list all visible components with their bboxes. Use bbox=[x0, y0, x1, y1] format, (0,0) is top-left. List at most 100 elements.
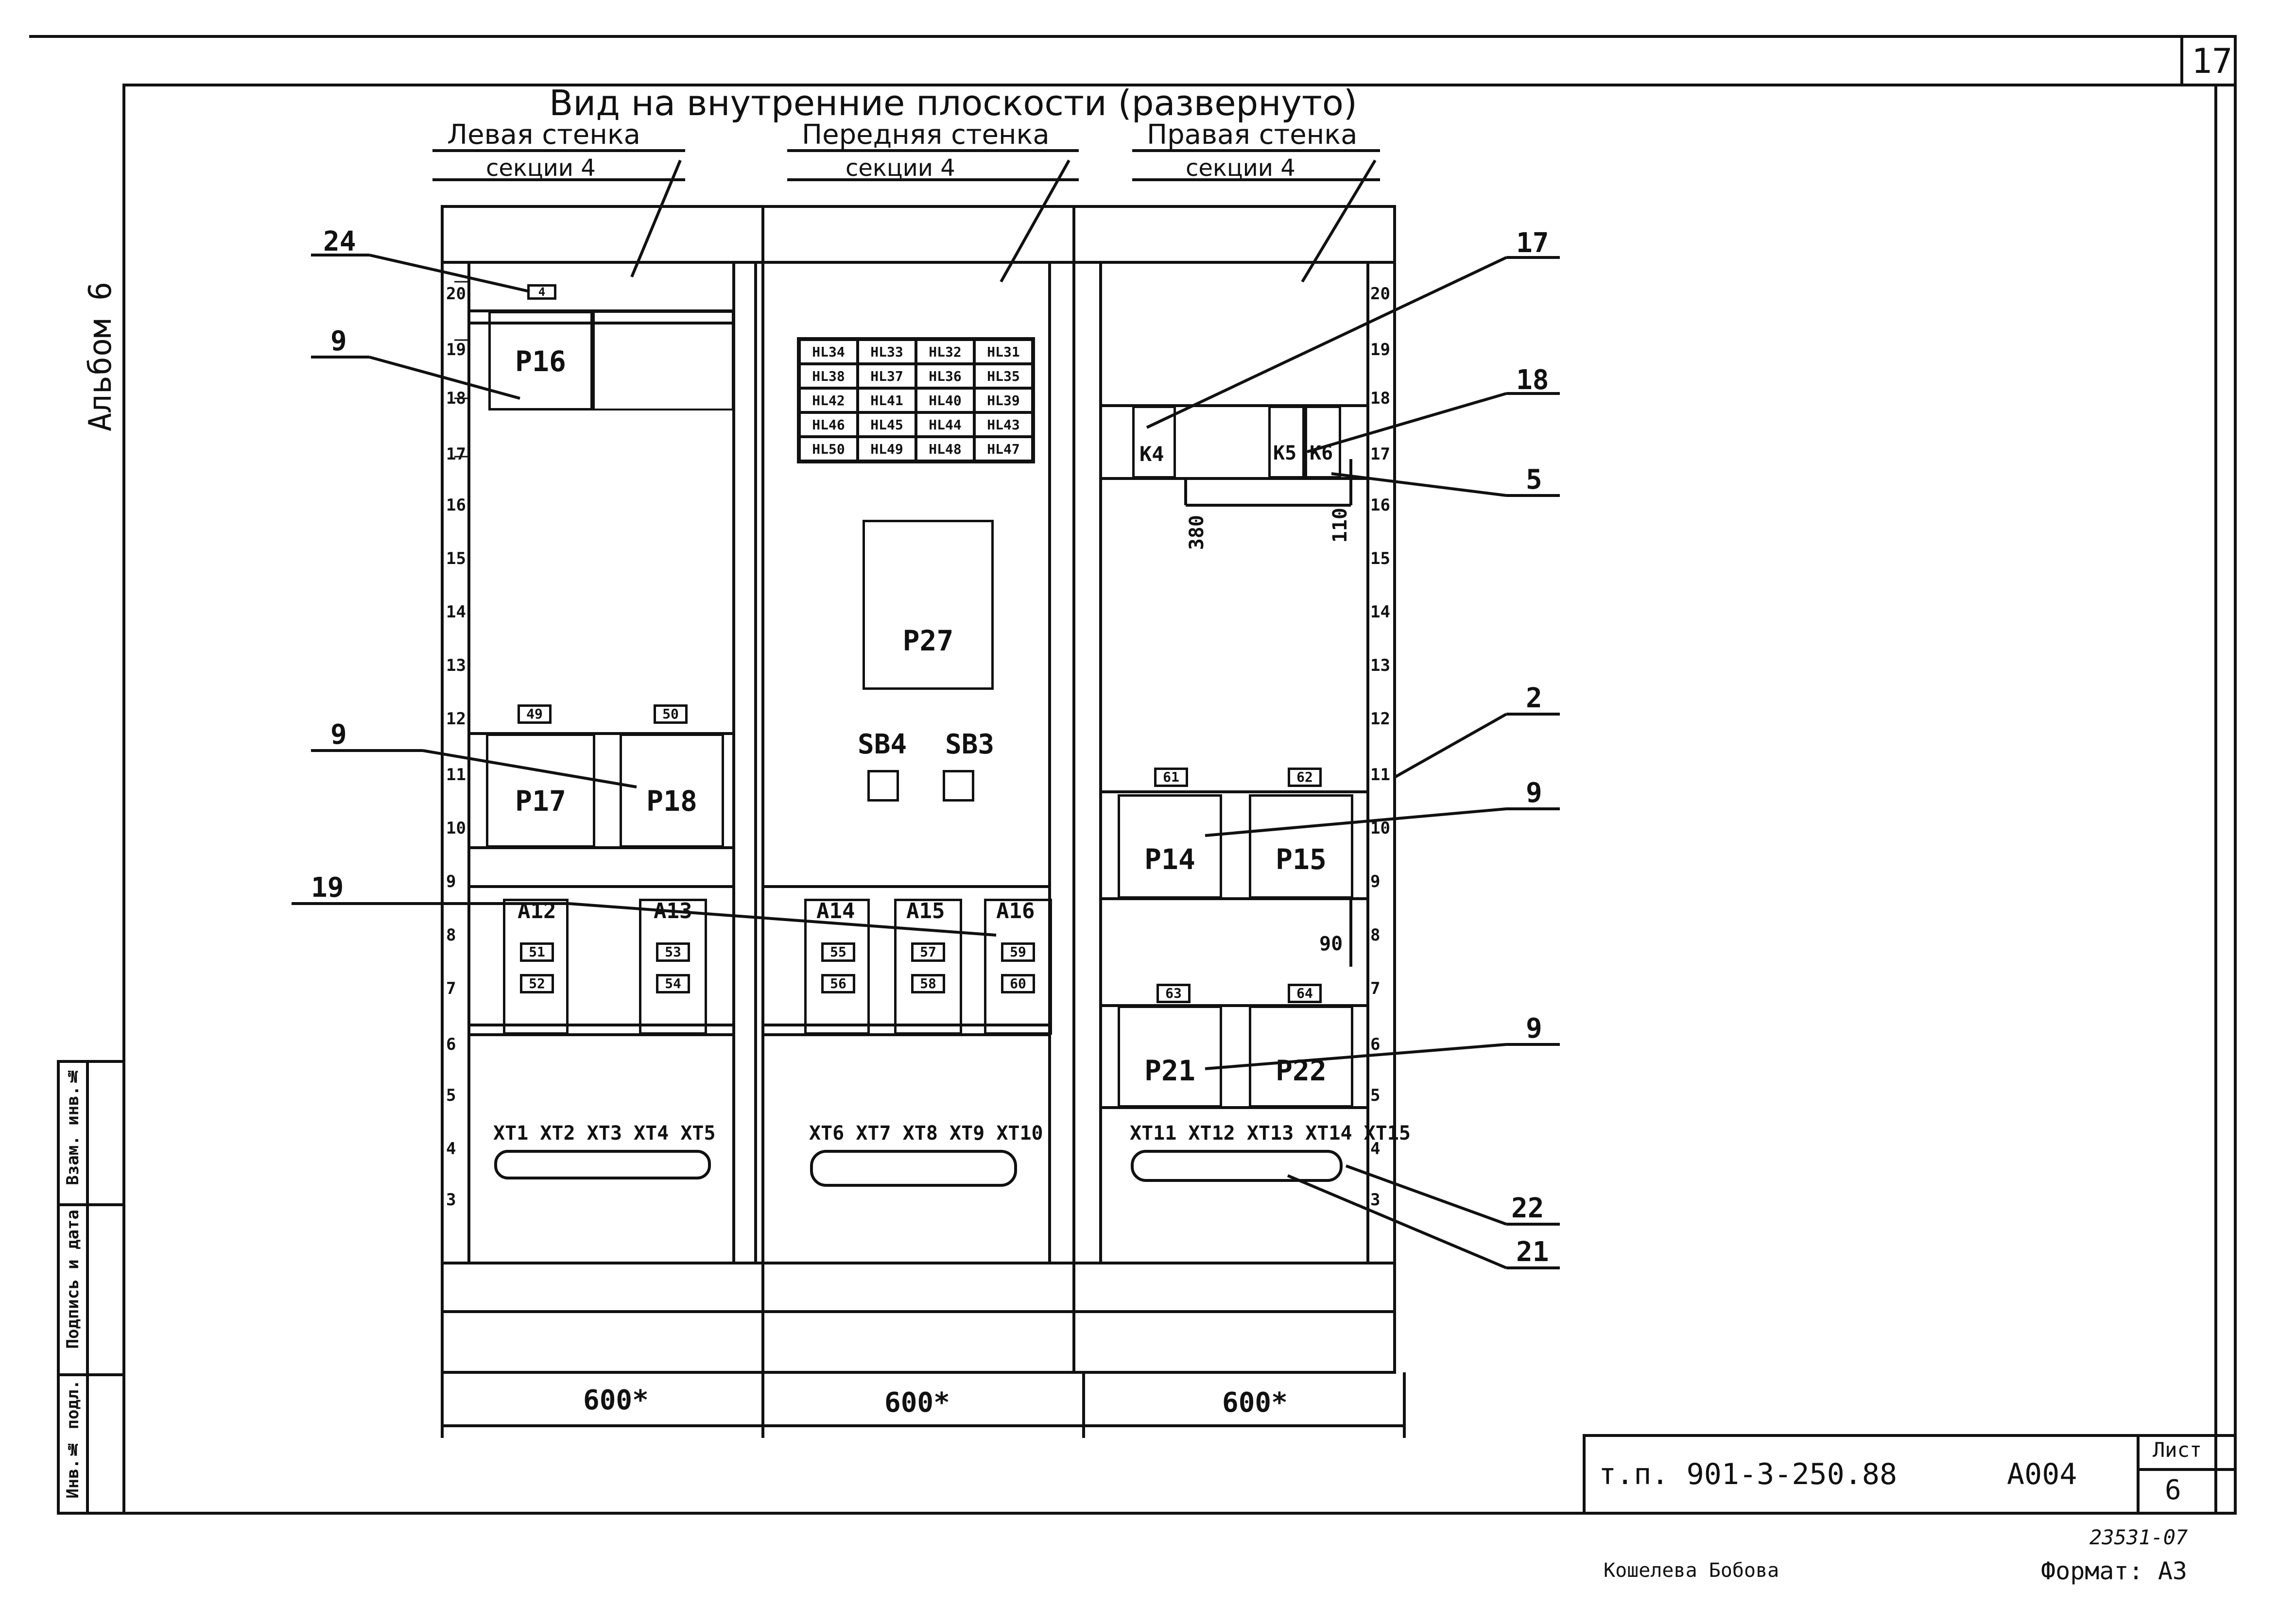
rail-number: 14 bbox=[446, 602, 466, 622]
marker-tag: 49 bbox=[518, 704, 552, 724]
rail-number: 4 bbox=[1370, 1139, 1381, 1159]
relay-label: Р16 bbox=[515, 345, 566, 378]
lamp-cell: НL33 bbox=[858, 340, 916, 364]
lamp-cell: НL40 bbox=[916, 388, 974, 412]
contactor-label: К5 bbox=[1273, 442, 1297, 464]
rail-number: 6 bbox=[1370, 1035, 1381, 1054]
rail-number: 11 bbox=[446, 765, 466, 785]
push-button-sb4[interactable] bbox=[867, 770, 899, 802]
relay-label: Р17 bbox=[515, 785, 566, 818]
callout-number: 21 bbox=[1516, 1236, 1549, 1268]
diode-block-a15: А15 57 58 bbox=[894, 899, 962, 1035]
relay-label: Р22 bbox=[1276, 1054, 1327, 1087]
rail-number: 18 bbox=[1370, 389, 1390, 408]
button-label-sb3: SВ3 bbox=[945, 729, 995, 760]
marker-tag: 54 bbox=[656, 974, 690, 993]
rail-number: 19 bbox=[446, 340, 466, 359]
rail-number: 5 bbox=[446, 1086, 456, 1105]
contactor-k5: К5 bbox=[1268, 406, 1305, 478]
diode-label: А16 bbox=[996, 899, 1035, 923]
rail-number: 15 bbox=[446, 549, 466, 568]
lamp-cell: НL48 bbox=[916, 437, 974, 461]
contactor-label: К4 bbox=[1139, 442, 1164, 466]
wall-front-section: секции 4 bbox=[846, 154, 955, 182]
marker-tag: 60 bbox=[1001, 974, 1035, 993]
rail-number: 9 bbox=[446, 872, 456, 891]
rail-number: 15 bbox=[1370, 549, 1390, 568]
lamp-cell: НL50 bbox=[799, 437, 858, 461]
rail-number: 17 bbox=[1370, 444, 1390, 464]
dimension-110: 110 bbox=[1329, 508, 1351, 543]
diode-label: А15 bbox=[906, 899, 945, 923]
lamp-cell: НL42 bbox=[799, 388, 858, 412]
lamp-cell: НL38 bbox=[799, 364, 858, 388]
rail-number: 13 bbox=[1370, 656, 1390, 675]
album-label: Альбом 6 bbox=[83, 282, 119, 432]
marker-tag: 59 bbox=[1001, 942, 1035, 962]
lamp-cell: НL49 bbox=[858, 437, 916, 461]
callout-number: 9 bbox=[1526, 777, 1542, 809]
rail-number: 19 bbox=[1370, 340, 1390, 359]
diode-label: А14 bbox=[816, 899, 855, 923]
callout-number: 19 bbox=[311, 872, 344, 904]
lamp-cell: НL41 bbox=[858, 388, 916, 412]
dimension-90: 90 bbox=[1319, 933, 1343, 955]
lamp-cell: НL39 bbox=[974, 388, 1033, 412]
diode-label: А13 bbox=[654, 899, 692, 923]
relay-p17: Р17 bbox=[486, 734, 595, 848]
rail-number: 20 bbox=[1370, 284, 1390, 304]
rail-number: 4 bbox=[446, 1139, 456, 1159]
rail-number: 7 bbox=[446, 979, 456, 998]
terminal-labels: ХТ6 ХТ7 ХТ8 ХТ9 ХТ10 bbox=[809, 1122, 1043, 1145]
relay-label: Р18 bbox=[646, 785, 697, 818]
lamp-grid: НL34 НL33 НL32 НL31 НL38 НL37 НL36 НL35 … bbox=[797, 337, 1035, 463]
rail-number: 16 bbox=[1370, 495, 1390, 515]
push-button-sb3[interactable] bbox=[943, 770, 974, 802]
relay-label: Р21 bbox=[1144, 1054, 1195, 1087]
drawing-title: Вид на внутренние плоскости (развернуто) bbox=[549, 83, 1357, 123]
rail-number: 17 bbox=[446, 444, 466, 464]
width-dimension: 600* bbox=[1222, 1387, 1288, 1418]
project-code: т.п. 901-3-250.88 bbox=[1599, 1457, 1898, 1491]
lamp-cell: НL35 bbox=[974, 364, 1033, 388]
marker-tag: 57 bbox=[911, 942, 945, 962]
wall-left-section: секции 4 bbox=[486, 154, 596, 182]
marker-tag: 4 bbox=[527, 284, 556, 300]
diode-block-a16: А16 59 60 bbox=[984, 899, 1052, 1035]
lamp-cell: НL32 bbox=[916, 340, 974, 364]
width-dimension: 600* bbox=[884, 1387, 950, 1418]
dimension-380: 380 bbox=[1186, 515, 1208, 550]
stamp-signature: Подпись и дата bbox=[63, 1210, 83, 1349]
wall-front-name: Передняя стенка bbox=[802, 119, 1050, 151]
sheet-number-block: 6 bbox=[2165, 1474, 2181, 1506]
marker-tag: 56 bbox=[821, 974, 855, 993]
rail-number: 16 bbox=[446, 495, 466, 515]
lamp-cell: НL47 bbox=[974, 437, 1033, 461]
rail-number: 13 bbox=[446, 656, 466, 675]
callout-number: 17 bbox=[1516, 227, 1549, 259]
marker-tag: 64 bbox=[1288, 984, 1322, 1003]
button-label-sb4: SВ4 bbox=[858, 729, 907, 760]
rail-number: 11 bbox=[1370, 765, 1390, 785]
sheet-number: 17 bbox=[2192, 41, 2233, 81]
lamp-cell: НL44 bbox=[916, 412, 974, 437]
rail-number: 8 bbox=[446, 925, 456, 945]
width-dimension: 600* bbox=[583, 1384, 649, 1416]
marker-tag: 51 bbox=[520, 942, 554, 962]
rail-number: 6 bbox=[446, 1035, 456, 1054]
relay-p16: Р16 bbox=[488, 311, 593, 410]
lamp-cell: НL37 bbox=[858, 364, 916, 388]
marker-tag: 55 bbox=[821, 942, 855, 962]
rail-number: 18 bbox=[446, 389, 466, 408]
rail-number: 20 bbox=[446, 284, 466, 304]
rail-number: 10 bbox=[446, 819, 466, 838]
diode-block-a13: А13 53 54 bbox=[639, 899, 707, 1035]
relay-p22: Р22 bbox=[1249, 1006, 1353, 1108]
stamp-replacement: Взам. инв.№ bbox=[63, 1066, 83, 1185]
lamp-cell: НL31 bbox=[974, 340, 1033, 364]
wall-left-name: Левая стенка bbox=[447, 119, 640, 151]
relay-p21: Р21 bbox=[1118, 1006, 1222, 1108]
relay-p18: Р18 bbox=[620, 734, 724, 848]
marker-tag: 53 bbox=[656, 942, 690, 962]
callout-number: 9 bbox=[330, 325, 347, 357]
